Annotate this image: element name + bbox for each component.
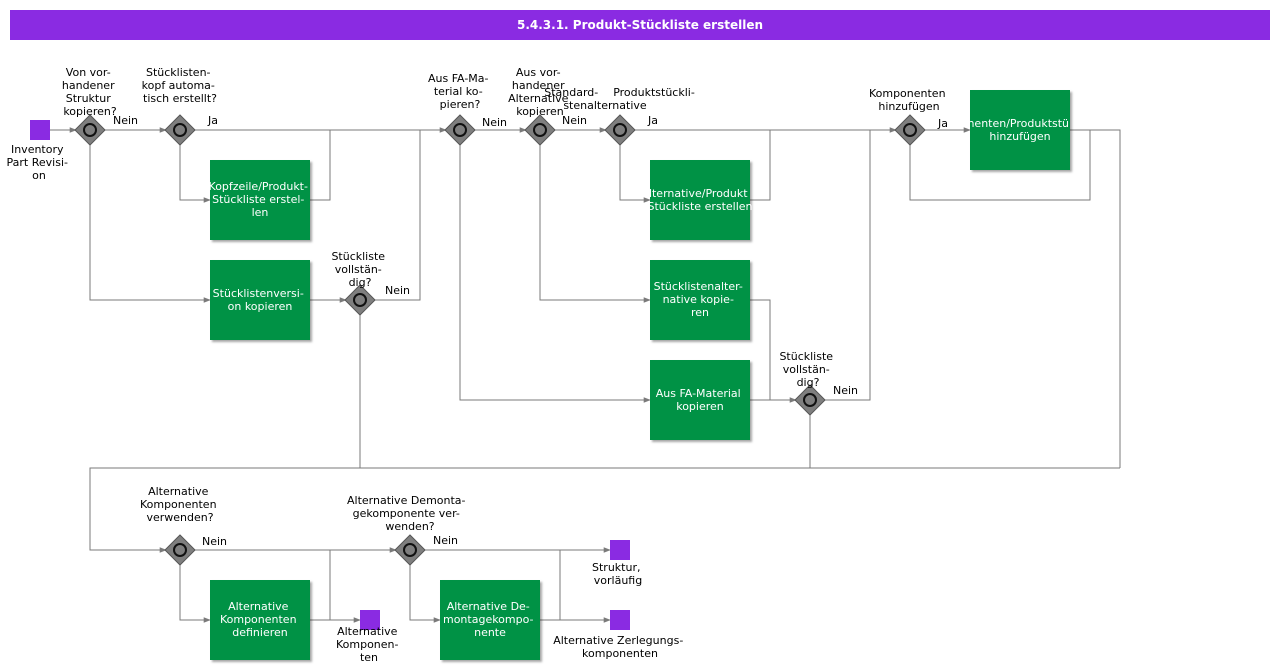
svg-text:Aus vor- handener: Aus vor- handener Alternative kopieren <box>508 66 572 118</box>
svg-text:Alternative Demonta-: Alternative Demonta- gekomponente ver- w… <box>347 494 469 533</box>
edge-label: Nein <box>202 535 227 548</box>
task-alternative-demontagekomponente[interactable]: Alternative De- montagekompo- nente <box>440 580 540 660</box>
svg-text:Aus FA-Ma- terial ko-: Aus FA-Ma- terial ko- pieren? <box>428 72 492 111</box>
gateway-diamond <box>604 114 636 146</box>
edge-label: Nein <box>833 384 858 397</box>
svg-text:Stücklisten- kopf automa: Stücklisten- kopf automa- tisch erstellt… <box>142 66 219 105</box>
edge-label: Ja <box>647 114 658 127</box>
gateway-diamond <box>394 534 426 566</box>
gateway-alternative-komponenten-verwenden: Alternative Komponenten verwenden? <box>140 485 220 566</box>
gateway-diamond <box>894 114 926 146</box>
gateway-circle <box>403 543 417 557</box>
svg-text:lternative/Produkt Stück: lternative/Produkt Stückliste erstellen <box>647 187 752 213</box>
edge-label: Nein <box>562 114 587 127</box>
gateway-von-vorhandener-struktur: Von vor- handener Struktur kopieren? <box>62 66 118 146</box>
gateway-komponenten-hinzufuegen: Komponenten hinzufügen <box>869 87 949 146</box>
svg-text:Von vor- handener: Von vor- handener Struktur kopieren? <box>62 66 118 118</box>
gateway-circle <box>353 293 367 307</box>
task-alternative-erstellen[interactable]: lternative/Produkt Stückliste erstellen <box>647 160 753 240</box>
end-event-struktur-vorlaeufig: Struktur, vorläufig <box>592 540 644 587</box>
svg-text:Komponenten hinzufügen: Komponenten hinzufügen <box>869 87 949 113</box>
svg-text:Struktur, vorläufig: Struktur, vorläufig <box>592 561 644 587</box>
task-stuecklistenversion-kopieren[interactable]: Stücklistenversi- on kopieren <box>210 260 310 340</box>
edge <box>750 130 771 201</box>
edges <box>50 127 1121 623</box>
edge-label: Nein <box>482 116 507 129</box>
start-event-inventory-part-revision: Inventory Part Revisi- on <box>7 120 72 182</box>
edge-label: Nein <box>385 284 410 297</box>
svg-text:Standard- stenalternativ: Standard- stenalternative <box>544 86 647 112</box>
edge <box>179 564 211 623</box>
gateway-circle <box>613 123 627 137</box>
gateway-stueckliste-vollstaendig-2: Stückliste vollstän- dig? <box>779 350 836 416</box>
svg-text:nenten/Produktstü hinzuf: nenten/Produktstü hinzufügen <box>967 117 1072 143</box>
gateway-diamond <box>794 384 826 416</box>
edge <box>619 144 651 203</box>
page-title: 5.4.3.1. Produkt-Stückliste erstellen <box>10 10 1270 40</box>
gateway-alternative-demontagekomponente: Alternative Demonta- gekomponente ver- w… <box>347 494 469 566</box>
end-event-square <box>610 540 630 560</box>
gateway-diamond <box>164 114 196 146</box>
svg-text:Alternative Zerlegungs-: Alternative Zerlegungs- komponenten <box>553 634 687 660</box>
svg-text:Stücklistenalter- native: Stücklistenalter- native kopie- ren <box>654 280 747 319</box>
task-aus-fa-material-kopieren[interactable]: Aus FA-Material kopieren <box>650 360 750 440</box>
end-event-alternative-zerlegungskomponenten: Alternative Zerlegungs- komponenten <box>553 610 687 660</box>
edge <box>1070 129 1121 468</box>
gateway-circle <box>903 123 917 137</box>
end-event-square <box>360 610 380 630</box>
gateway-stuecklistenkopf: Stücklisten- kopf automa- tisch erstellt… <box>142 66 219 146</box>
end-event-alternative-komponenten: Alternative Komponen- ten <box>336 610 402 664</box>
svg-text:Alternative Komponen-: Alternative Komponen- ten <box>336 625 402 664</box>
gateway-diamond <box>74 114 106 146</box>
edge <box>459 144 651 403</box>
edge <box>310 130 331 201</box>
svg-text:Alternative Komponenten: Alternative Komponenten verwenden? <box>140 485 220 524</box>
gateway-aus-fa-material: Aus FA-Ma- terial ko- pieren? <box>428 72 492 146</box>
edge <box>409 564 441 623</box>
svg-text:Alternative De- monta: Alternative De- montagekompo- nente <box>443 600 537 639</box>
svg-text:Produktstückli-: Produktstückli- <box>613 86 695 99</box>
gateway-circle <box>453 123 467 137</box>
svg-text:Alternative Komponenten: Alternative Komponenten definieren <box>220 600 300 639</box>
edge-label: Nein <box>433 534 458 547</box>
start-event-square <box>30 120 50 140</box>
gateway-aus-vorhandener-alternative: Aus vor- handener Alternative kopieren <box>508 66 572 146</box>
gateway-circle <box>803 393 817 407</box>
edge <box>89 467 1120 553</box>
gateway-circle <box>533 123 547 137</box>
edge <box>824 130 871 401</box>
edge <box>374 130 421 301</box>
svg-text:Inventory Part Revisi-: Inventory Part Revisi- on <box>7 143 72 182</box>
gateway-diamond <box>524 114 556 146</box>
end-event-square <box>610 610 630 630</box>
edge <box>539 144 651 303</box>
svg-text:Stücklistenversi- on kop: Stücklistenversi- on kopieren <box>213 287 308 313</box>
task-stuecklistenalternative-kopieren[interactable]: Stücklistenalter- native kopie- ren <box>650 260 750 340</box>
gateway-circle <box>173 543 187 557</box>
gateway-diamond <box>164 534 196 566</box>
svg-text:Kopfzeile/Produkt- Stück: Kopfzeile/Produkt- Stückliste erstel- le… <box>209 180 312 219</box>
edge-label: Ja <box>207 114 218 127</box>
gateway-standard-stuecklistenalternative: Standard- stenalternative Produktstückli… <box>544 86 695 146</box>
svg-text:Stückliste vollstän-: Stückliste vollstän- dig? <box>331 250 388 289</box>
edge-label: Nein <box>113 114 138 127</box>
edge <box>89 144 211 303</box>
gateway-diamond <box>344 284 376 316</box>
edge-label: Ja <box>937 117 948 130</box>
task-alternative-komponenten-definieren[interactable]: Alternative Komponenten definieren <box>210 580 310 660</box>
gateway-circle <box>173 123 187 137</box>
svg-text:Aus FA-Material kopieren: Aus FA-Material kopieren <box>656 387 744 413</box>
svg-text:Stückliste vollstän-: Stückliste vollstän- dig? <box>779 350 836 389</box>
gateway-stueckliste-vollstaendig-1: Stückliste vollstän- dig? <box>331 250 388 316</box>
gateway-diamond <box>444 114 476 146</box>
edge <box>750 299 771 400</box>
gateway-circle <box>83 123 97 137</box>
task-komponenten-hinzufuegen[interactable]: nenten/Produktstü hinzufügen <box>967 90 1072 170</box>
edge <box>179 144 211 203</box>
task-kopfzeile-erstellen[interactable]: Kopfzeile/Produkt- Stückliste erstel- le… <box>209 160 312 240</box>
edge-labels: Nein Ja Nein Nein Nein Ja Nein Ja Nein N… <box>113 114 948 548</box>
